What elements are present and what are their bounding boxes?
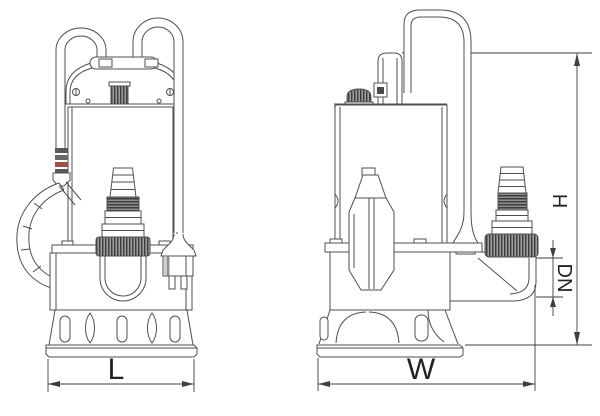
strainer-side [318, 309, 459, 345]
arrow-down-icon [574, 332, 580, 345]
thread-section-front [106, 196, 140, 212]
arrow-up-icon [574, 53, 580, 66]
coupling-nut-side [484, 233, 539, 258]
cable-gland-front [108, 81, 131, 105]
dimension-outlet: DN [536, 240, 575, 316]
motor-cap-front [65, 56, 182, 105]
dimension-length: L [47, 353, 195, 392]
carry-handle-side [373, 52, 403, 112]
dimension-width: W [317, 285, 536, 391]
side-view [316, 9, 592, 358]
arrow-right-icon [523, 381, 535, 387]
plug-pin [168, 275, 176, 290]
cable-band-stack [55, 148, 68, 173]
dim-label-height: H [550, 194, 572, 208]
float-switch-side [348, 167, 395, 291]
strainer-front [48, 309, 194, 346]
arrow-left-icon [318, 381, 330, 387]
vent-knob-side [344, 88, 374, 106]
arrow-right-icon [182, 381, 194, 387]
dim-label-width: W [407, 353, 436, 386]
dim-label-outlet: DN [553, 264, 575, 293]
hose-adapter-front [95, 167, 151, 257]
arrow-down-icon [550, 248, 556, 258]
arrow-left-icon [48, 381, 60, 387]
coupling-nut-front [95, 236, 151, 257]
dimension-height: H [465, 53, 592, 346]
carry-handle-front [132, 17, 184, 64]
base-plate-front [45, 344, 198, 358]
base-plate-side [316, 344, 464, 358]
hose-adapter-side [484, 166, 539, 258]
dim-label-length: L [108, 353, 125, 386]
float-switch-front [16, 148, 82, 289]
thread-section-side [497, 192, 528, 211]
power-cord-front [173, 60, 184, 233]
plug-pin [180, 275, 188, 290]
front-view [16, 17, 198, 358]
power-plug-icon [160, 233, 197, 290]
impeller-chamber [99, 253, 147, 302]
arrow-up-icon [550, 297, 556, 307]
